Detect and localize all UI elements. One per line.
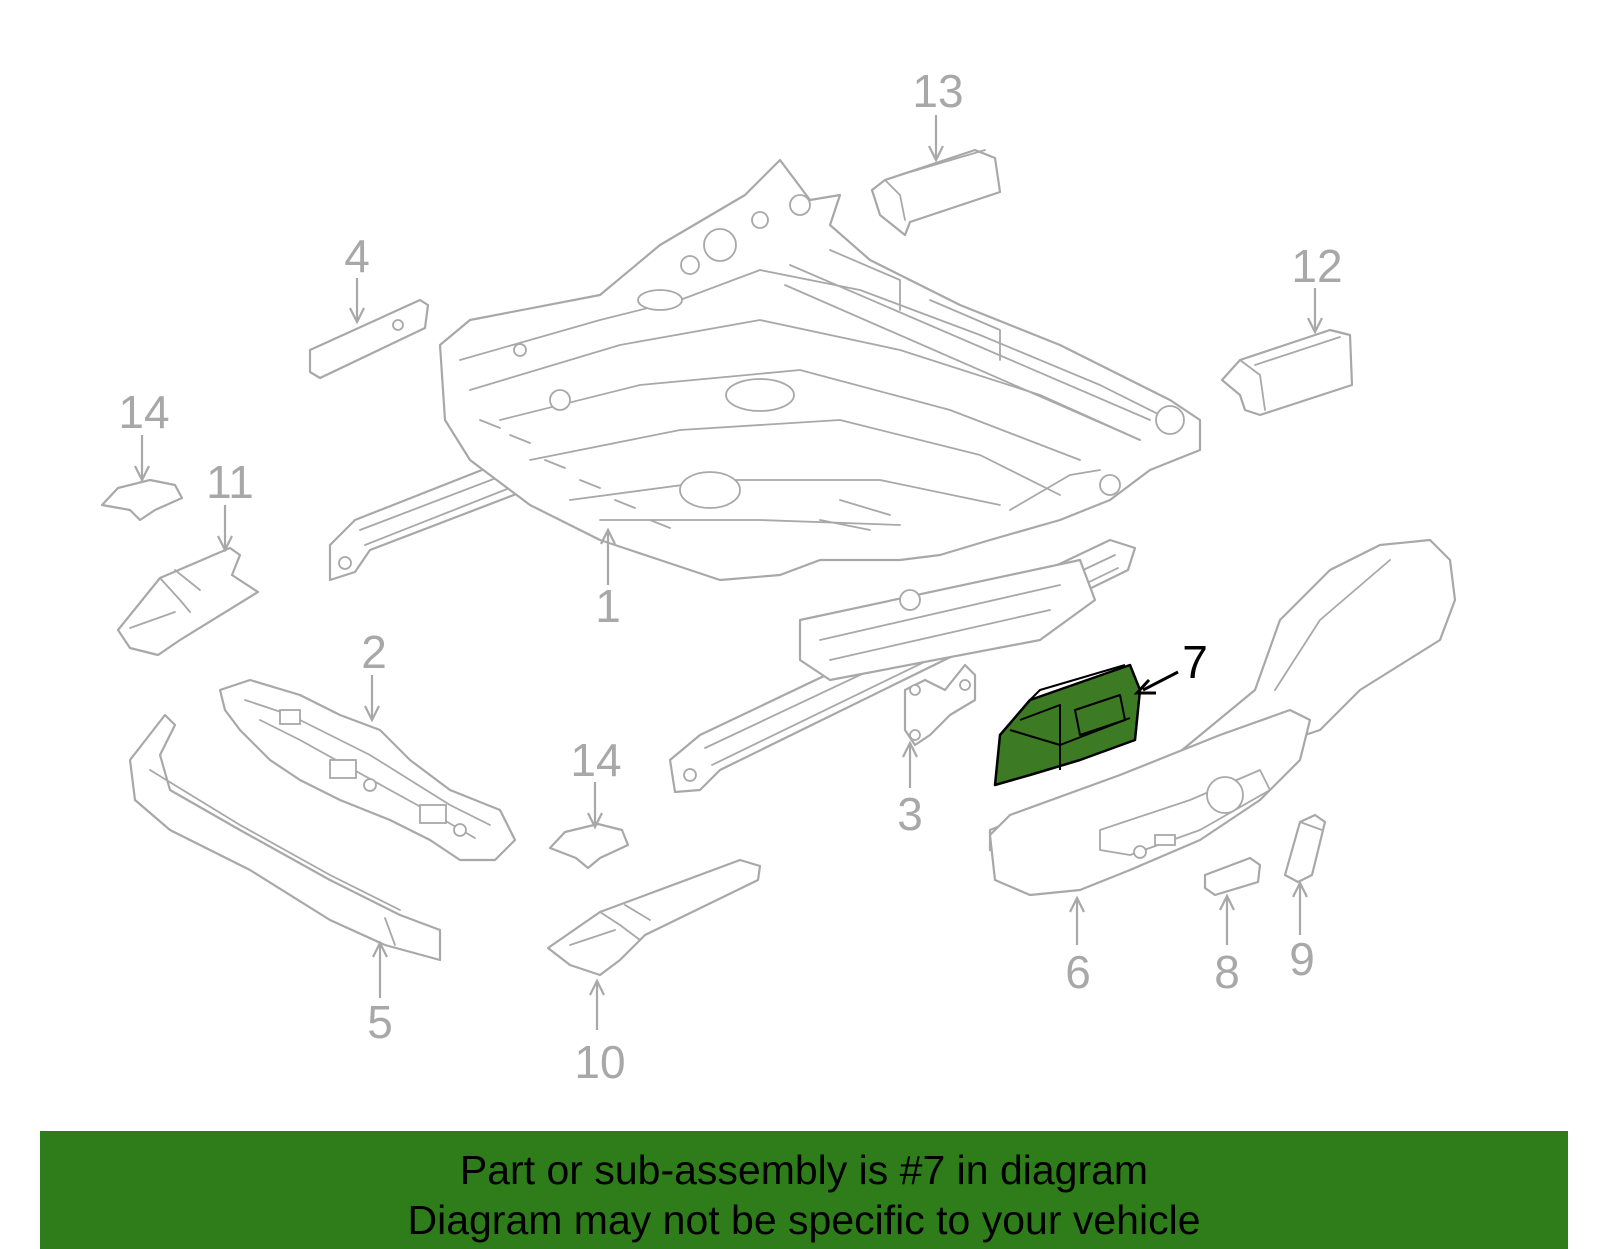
part-11-track-cover	[116, 546, 260, 657]
part-7-switch-highlighted	[993, 663, 1142, 787]
part-10-track-cover	[546, 858, 762, 977]
part-14-clip-lower	[548, 822, 630, 870]
callout-6: 6	[1065, 946, 1091, 998]
part-14-clip-upper	[100, 478, 184, 522]
callout-2: 2	[361, 626, 387, 678]
seat-parts-diagram: 1 2 3 4 5 6 7 8 9 10 11 12 13 14 14	[100, 65, 1457, 1088]
part-12-cover	[1220, 328, 1354, 417]
callout-14-lower: 14	[570, 734, 621, 786]
part-6-side-panel	[988, 538, 1457, 897]
part-5-side-shield	[128, 713, 442, 962]
callout-13: 13	[912, 65, 963, 117]
callout-12: 12	[1291, 240, 1342, 292]
part-8-knob	[1203, 856, 1262, 897]
callout-labels: 1 2 3 4 5 6 7 8 9 10 11 12 13 14 14	[118, 65, 1342, 1088]
callout-1: 1	[595, 580, 621, 632]
callout-10: 10	[574, 1036, 625, 1088]
callout-5: 5	[367, 996, 393, 1048]
callout-8: 8	[1214, 946, 1240, 998]
callout-9: 9	[1289, 933, 1315, 985]
callout-14-upper: 14	[118, 386, 169, 438]
part-info-banner: Part or sub-assembly is #7 in diagram Di…	[40, 1131, 1568, 1249]
part-9-lever	[1283, 813, 1327, 884]
part-4-trim-strip	[308, 298, 430, 380]
part-1-seat-frame	[328, 158, 1202, 794]
callout-4: 4	[344, 230, 370, 282]
part-3-bracket	[903, 663, 977, 747]
banner-line-1: Part or sub-assembly is #7 in diagram	[459, 1147, 1149, 1193]
part-13-cover	[870, 148, 1002, 237]
callout-11: 11	[206, 456, 254, 508]
callout-3: 3	[897, 788, 923, 840]
callout-7: 7	[1182, 636, 1208, 688]
leader-lines	[134, 115, 1323, 1030]
part-2-mechanism	[218, 678, 517, 862]
banner-line-2: Diagram may not be specific to your vehi…	[407, 1197, 1201, 1243]
